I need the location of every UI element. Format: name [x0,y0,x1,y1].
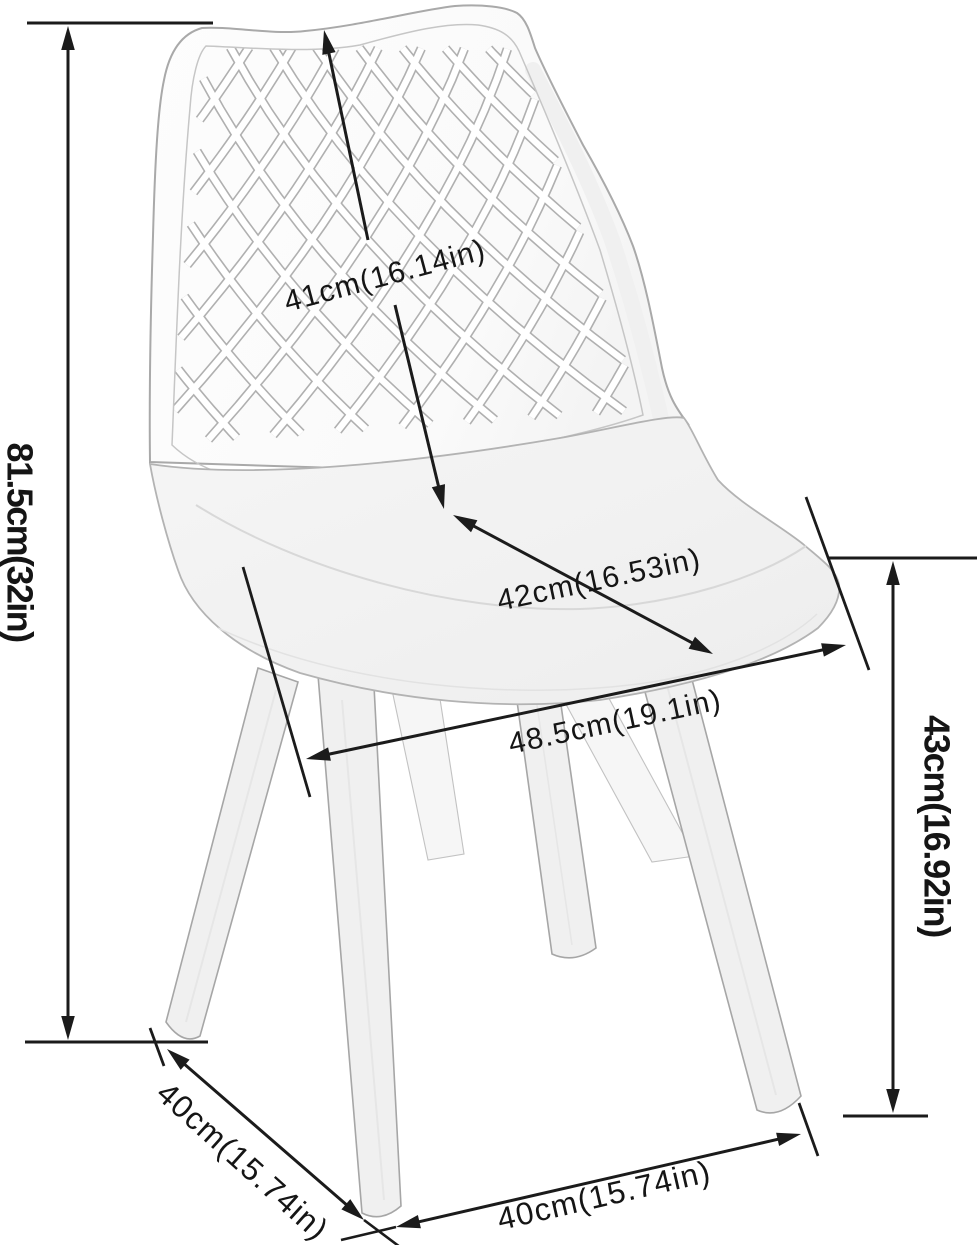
svg-text:81.5cm(32in): 81.5cm(32in) [0,443,41,643]
svg-text:43cm(16.92in): 43cm(16.92in) [917,715,958,937]
